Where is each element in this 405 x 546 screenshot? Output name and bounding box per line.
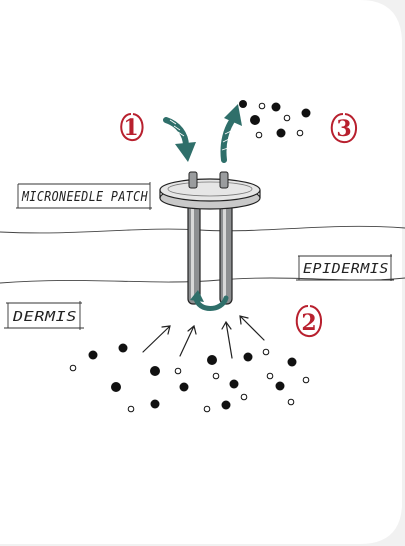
dermis-label: DERMIS xyxy=(4,301,84,330)
step-3-marker: 3 xyxy=(330,113,357,144)
epidermis-label: EPIDERMIS xyxy=(296,254,394,281)
dermis-label-text: DERMIS xyxy=(12,310,77,325)
patch-top xyxy=(159,178,261,202)
inflow-arrows xyxy=(142,315,265,359)
step-1-marker: 1 xyxy=(120,113,144,142)
patch-label-text: MICRONEEDLE PATCH xyxy=(21,190,148,205)
nub-left xyxy=(188,171,198,189)
released-particles xyxy=(239,100,311,139)
arrow-up-icon xyxy=(220,104,242,163)
arrow-down-icon xyxy=(163,117,196,162)
microneedle-patch xyxy=(159,171,261,305)
step-1-number: 1 xyxy=(123,115,138,141)
dermis-particles xyxy=(69,343,310,413)
step-2-marker: 2 xyxy=(295,305,322,337)
nub-right xyxy=(219,171,229,189)
u-turn-arrow-icon xyxy=(190,290,229,311)
step-3-number: 3 xyxy=(336,116,351,142)
patch-label: MICRONEEDLE PATCH xyxy=(16,182,152,210)
epidermis-label-text: EPIDERMIS xyxy=(303,262,389,277)
step-2-number: 2 xyxy=(301,310,316,336)
